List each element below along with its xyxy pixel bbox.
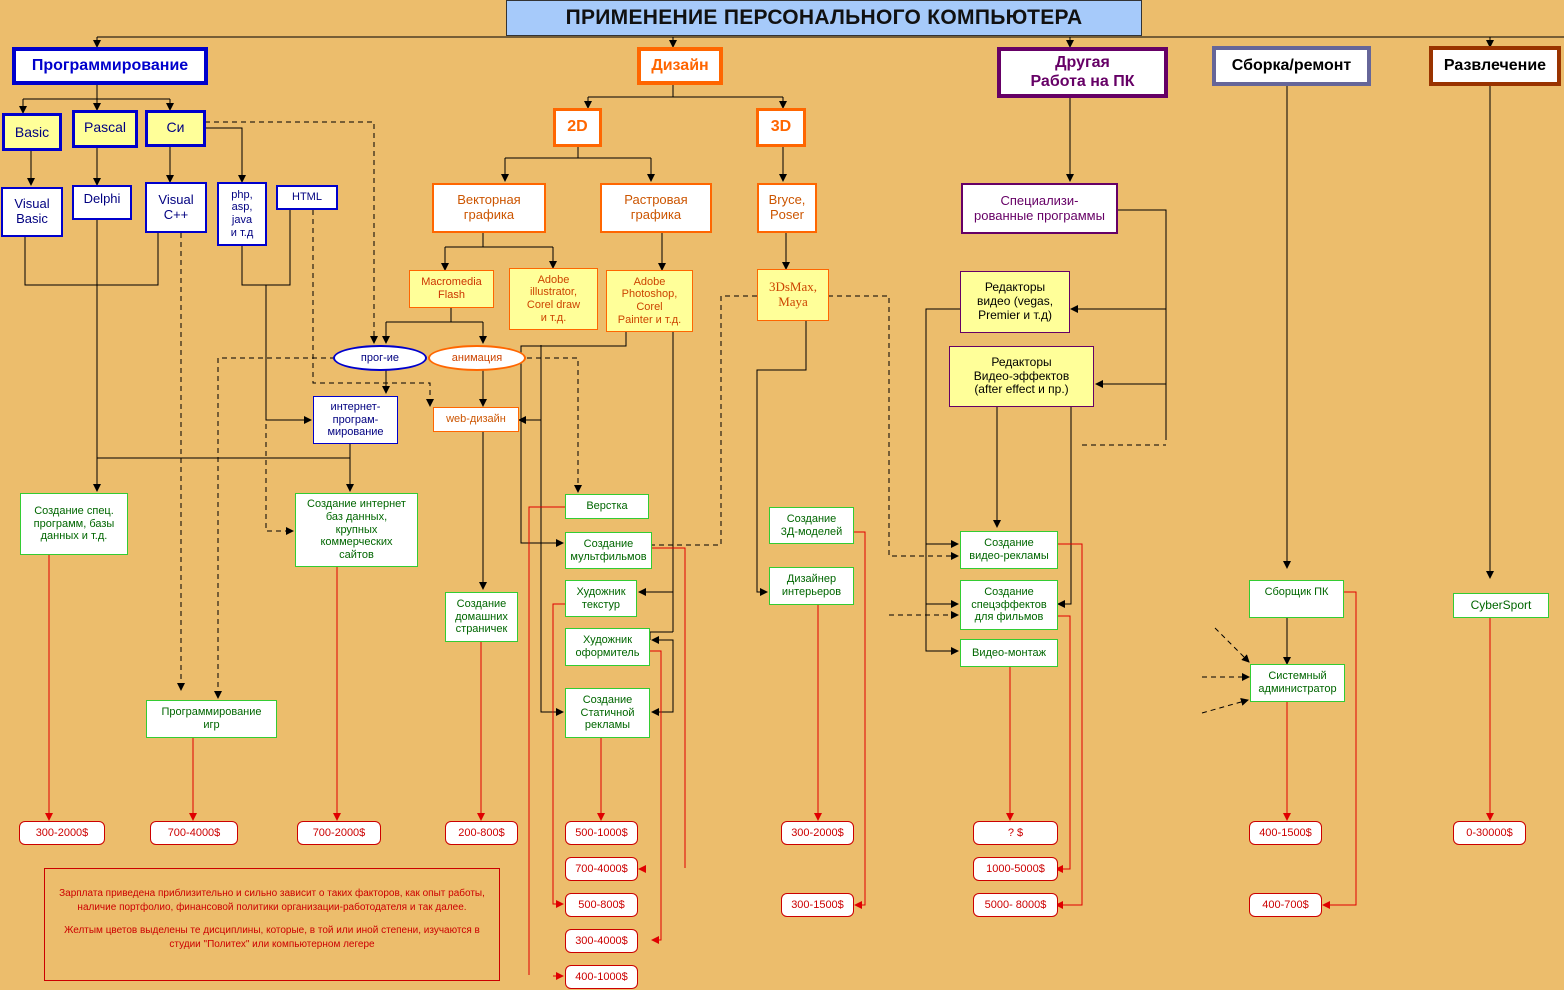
salary-badge: 5000- 8000$ <box>973 893 1058 917</box>
job-home-pages[interactable]: Создание домашних страничек <box>445 592 518 642</box>
node-raster-graphics[interactable]: Растровая графика <box>600 183 712 233</box>
node-adobe-photoshop[interactable]: Adobe Photoshop, Corel Painter и т.д. <box>606 270 693 332</box>
node-c[interactable]: Си <box>145 110 206 147</box>
job-layout[interactable]: Верстка <box>565 494 649 519</box>
node-visual-basic[interactable]: Visual Basic <box>1 187 63 237</box>
header-programming[interactable]: Программирование <box>12 47 208 85</box>
node-macromedia-flash[interactable]: Macromedia Flash <box>409 270 494 308</box>
salary-badge: 300-4000$ <box>565 929 638 953</box>
salary-badge: 500-1000$ <box>565 821 638 845</box>
job-video-ads[interactable]: Создание видео-рекламы <box>960 531 1058 569</box>
salary-badge: 1000-5000$ <box>973 857 1058 881</box>
job-internet-databases[interactable]: Создание интернет баз данных, крупных ко… <box>295 493 418 567</box>
node-animation-ellipse[interactable]: анимация <box>428 345 526 371</box>
job-cartoons[interactable]: Создание мультфильмов <box>565 532 652 569</box>
salary-badge: 300-2000$ <box>781 821 854 845</box>
node-php-asp-java[interactable]: php, asp, java и т.д <box>217 182 267 246</box>
salary-badge: 700-4000$ <box>565 857 638 881</box>
job-cybersport[interactable]: CyberSport <box>1453 593 1549 618</box>
job-spec-programs[interactable]: Создание спец. программ, базы данных и т… <box>20 493 128 555</box>
salary-badge: 400-700$ <box>1249 893 1322 917</box>
node-basic[interactable]: Basic <box>2 113 62 151</box>
job-pc-builder[interactable]: Сборщик ПК <box>1249 580 1344 618</box>
header-assembly-repair[interactable]: Сборка/ремонт <box>1212 46 1371 86</box>
salary-badge: 400-1000$ <box>565 965 638 989</box>
salary-badge: ? $ <box>973 821 1058 845</box>
node-3dsmax-maya[interactable]: 3DsMax, Maya <box>757 269 829 321</box>
job-video-montage[interactable]: Видео-монтаж <box>960 639 1058 667</box>
salary-badge: 300-2000$ <box>19 821 105 845</box>
salary-badge: 700-2000$ <box>297 821 381 845</box>
node-specialized-programs[interactable]: Специализи- рованные программы <box>961 183 1118 234</box>
salary-badge: 400-1500$ <box>1249 821 1322 845</box>
salary-badge: 0-30000$ <box>1453 821 1526 845</box>
page-title: ПРИМЕНЕНИЕ ПЕРСОНАЛЬНОГО КОМПЬЮТЕРА <box>506 0 1142 36</box>
job-film-vfx[interactable]: Создание спецэффектов для фильмов <box>960 580 1058 630</box>
header-entertainment[interactable]: Развлечение <box>1429 46 1561 86</box>
node-vfx-editors[interactable]: Редакторы Видео-эффектов (after effect и… <box>949 346 1094 407</box>
salary-badge: 300-1500$ <box>781 893 854 917</box>
job-interior-designer[interactable]: Дизайнер интерьеров <box>769 567 854 605</box>
header-other-work[interactable]: Другая Работа на ПК <box>997 47 1168 98</box>
node-web-design[interactable]: web-дизайн <box>433 407 519 432</box>
node-pascal[interactable]: Pascal <box>72 110 138 148</box>
node-adobe-illustrator[interactable]: Adobe illustrator, Corel draw и т.д. <box>509 268 598 330</box>
node-visual-cpp[interactable]: Visual C++ <box>145 182 207 233</box>
job-game-programming[interactable]: Программирование игр <box>146 700 277 738</box>
node-3d[interactable]: 3D <box>756 108 806 147</box>
header-design[interactable]: Дизайн <box>637 47 723 85</box>
node-bryce-poser[interactable]: Bryce, Poser <box>757 183 817 233</box>
node-video-editors[interactable]: Редакторы видео (vegas, Premier и т.д) <box>960 271 1070 333</box>
job-texture-artist[interactable]: Художник текстур <box>565 580 637 617</box>
footnote-text-2: Желтым цветов выделены те дисциплины, ко… <box>64 925 480 950</box>
job-decor-artist[interactable]: Художник оформитель <box>565 628 650 666</box>
node-internet-programming[interactable]: интернет- програм- мирование <box>313 396 398 444</box>
node-programming-ellipse[interactable]: прог-ие <box>333 345 427 371</box>
salary-badge: 500-800$ <box>565 893 638 917</box>
salary-footnote: Зарплата приведена приблизительно и силь… <box>44 868 500 981</box>
job-static-ads[interactable]: Создание Статичной рекламы <box>565 688 650 738</box>
salary-badge: 700-4000$ <box>150 821 238 845</box>
footnote-text-1: Зарплата приведена приблизительно и силь… <box>59 888 485 913</box>
node-2d[interactable]: 2D <box>553 108 602 147</box>
node-vector-graphics[interactable]: Векторная графика <box>432 183 546 233</box>
job-3d-models[interactable]: Создание 3Д-моделей <box>769 507 854 544</box>
salary-badge: 200-800$ <box>445 821 518 845</box>
job-sysadmin[interactable]: Системный администратор <box>1250 664 1345 702</box>
node-delphi[interactable]: Delphi <box>72 185 132 220</box>
node-html[interactable]: HTML <box>276 185 338 210</box>
